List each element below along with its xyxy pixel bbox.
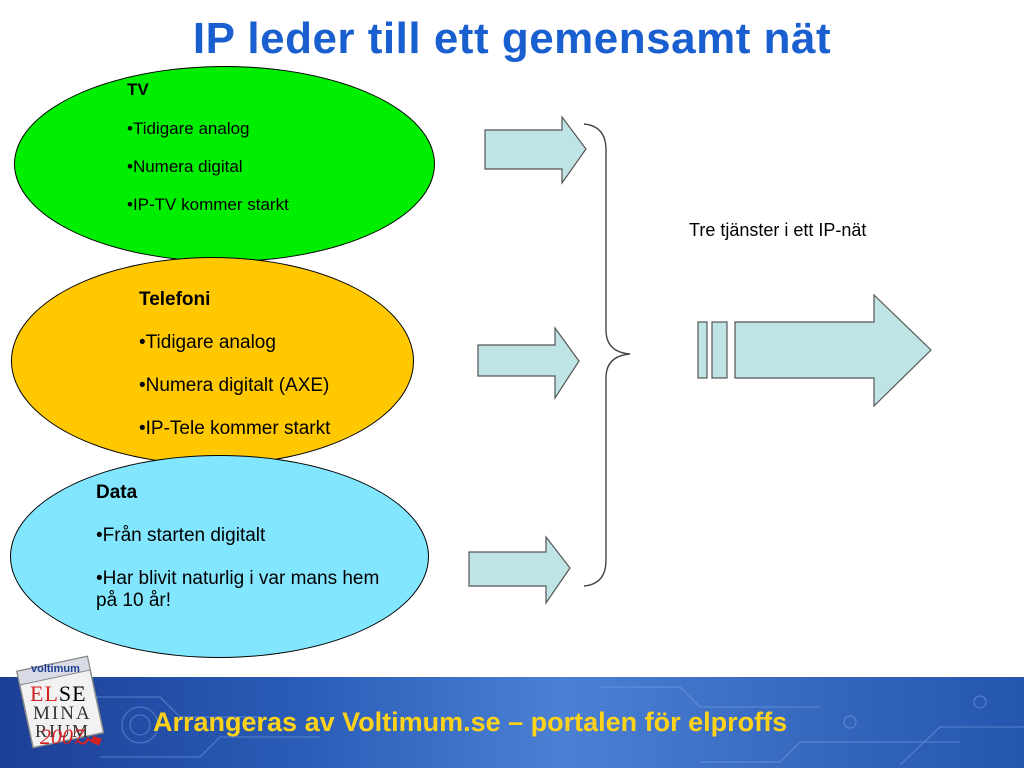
elseminarium-logo-icon (15, 655, 105, 749)
ip-network-label: Tre tjänster i ett IP-nät (689, 220, 867, 240)
tv-ellipse (14, 66, 435, 262)
data-text-block: Data •Från starten digitalt •Har blivit … (96, 482, 396, 633)
footer-banner: Arrangeras av Voltimum.se – portalen för… (0, 677, 1024, 768)
logo-brand: voltimum (31, 663, 80, 675)
data-ellipse (10, 455, 429, 658)
telefoni-heading: Telefoni (139, 289, 211, 310)
arrow-right-icon (477, 326, 580, 401)
logo-el: EL (30, 681, 59, 706)
tv-heading: TV (127, 80, 149, 99)
tv-text-block: TV •Tidigare analog •Numera digital •IP-… (127, 80, 289, 233)
tv-item: •IP-TV kommer starkt (127, 195, 289, 214)
curly-brace-icon (583, 123, 631, 587)
data-heading: Data (96, 482, 138, 503)
stripe-bar-icon (697, 321, 708, 379)
telefoni-item: •Numera digitalt (AXE) (139, 375, 330, 396)
data-item: •Har blivit naturlig i var mans hem på 1… (96, 568, 380, 611)
tv-item: •Numera digital (127, 157, 243, 176)
big-arrow-right-icon (734, 293, 932, 408)
telefoni-item: •Tidigare analog (139, 332, 276, 353)
telefoni-item: •IP-Tele kommer starkt (139, 418, 331, 439)
logo-year: 2007 (40, 724, 84, 749)
stripe-bar-icon (711, 321, 728, 379)
logo-se: SE (58, 681, 87, 706)
footer-tagline: Arrangeras av Voltimum.se – portalen för… (153, 707, 788, 737)
slide-title: IP leder till ett gemensamt nät (192, 14, 832, 63)
data-item: •Från starten digitalt (96, 525, 266, 546)
tv-item: •Tidigare analog (127, 119, 250, 138)
arrow-right-icon (484, 115, 587, 185)
logo-line: RIUM (35, 721, 91, 741)
logo-line: ELSE (30, 683, 87, 705)
telefoni-text-block: Telefoni •Tidigare analog •Numera digita… (139, 289, 330, 461)
arrow-right-icon (468, 535, 571, 605)
circuit-pattern-icon (90, 686, 1024, 766)
logo-line: MINA (33, 703, 92, 724)
